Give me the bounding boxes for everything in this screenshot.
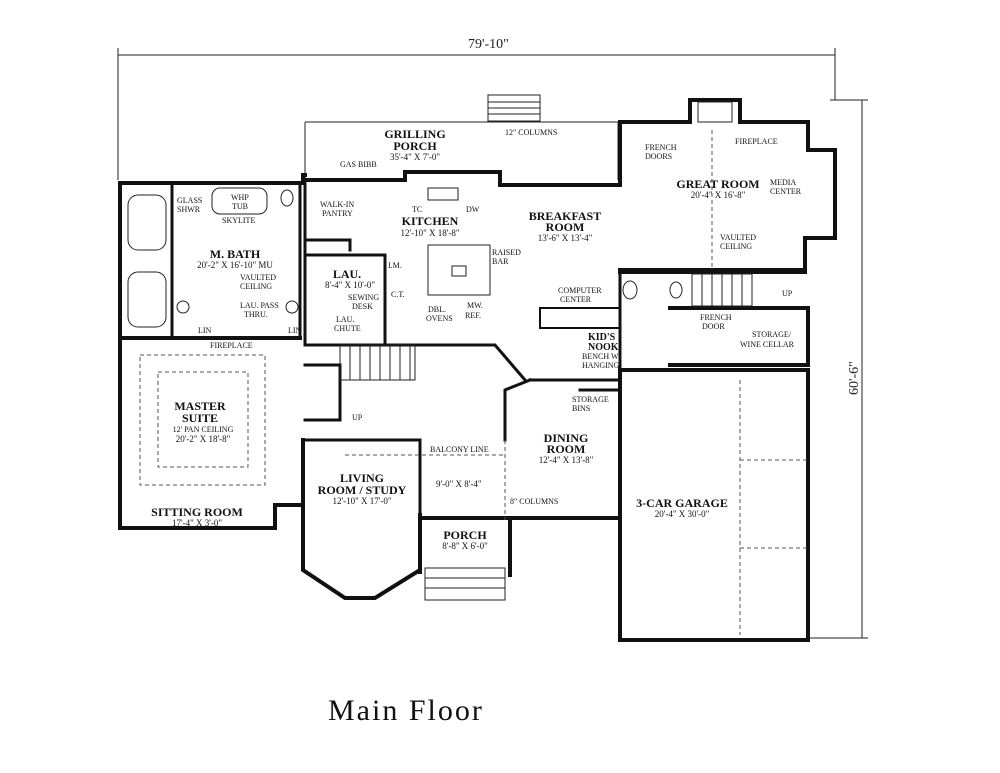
stairs [339,273,753,601]
storage-bins-label-1: STORAGE [572,395,609,404]
porch-size: 8'-8" X 6'-0" [442,541,488,551]
breakfast-name: BREAKFAST [529,209,601,223]
grilling-porch-name: GRILLING [384,127,445,141]
dining-name: DINING [544,431,589,445]
breakfast-name-2: ROOM [546,220,585,234]
garage-name: 3-CAR GARAGE [636,496,728,510]
sewing-desk-label-2: DESK [352,302,373,311]
garage-size: 20'-4" X 30'-0" [655,509,710,519]
ct-label: C.T. [391,290,405,299]
walkin-pantry-label-2: PANTRY [322,209,353,218]
glass-shwr-label-1: GLASS [177,196,202,205]
stair-up-label: UP [782,289,793,298]
dw-label: DW [466,205,480,214]
m-bath-name: M. BATH [210,247,261,261]
kids-nook-label-1: KID'S [588,332,616,343]
kids-nook-label-2: NOOK [588,342,619,353]
grilling-porch-name-2: PORCH [393,139,437,153]
vaulted-great-label-2: CEILING [720,242,752,251]
raised-bar-label-2: BAR [492,257,509,266]
fireplace-master-label: FIREPLACE [210,341,253,350]
overall-dimensions: 79'-10" 60'-6" [117,37,868,639]
overall-width-label: 79'-10" [468,37,509,52]
lau-chute-label-1: LAU. [336,315,354,324]
living-name-2: ROOM / STUDY [318,483,407,497]
lau-pass-label-2: THRU. [244,310,268,319]
kitchen-name: KITCHEN [402,214,459,228]
great-room-size: 20'-4" X 16'-8" [691,190,746,200]
im-label: I.M. [388,261,402,270]
floor-caption: Main Floor [328,694,484,727]
french-doors-label-1: FRENCH [645,143,677,152]
mw-ref-label-1: MW. [467,301,483,310]
skylite-label: SKYLITE [222,216,255,225]
media-center-label-1: MEDIA [770,178,796,187]
dining-size: 12'-4" X 13'-8" [539,455,594,465]
sewing-desk-label-1: SEWING [348,293,379,302]
porch-name: PORCH [443,528,487,542]
mw-ref-label-2: REF. [465,311,481,320]
columns-foyer-label: 8" COLUMNS [510,497,558,506]
lau-size: 8'-4" X 10'-0" [325,280,375,290]
vaulted-great-label-1: VAULTED [720,233,756,242]
sitting-room-size: 17'-4" X 3'-0" [172,518,222,528]
french-doors-label-2: DOORS [645,152,672,161]
master-suite-name: MASTER [174,399,226,413]
master-suite-name-2: SUITE [182,411,218,425]
computer-center-label-1: COMPUTER [558,286,602,295]
fireplace-great-label: FIREPLACE [735,137,778,146]
overall-depth-label: 60'-6" [847,361,862,395]
fixtures [127,94,808,635]
master-suite-note: 12' PAN CEILING [173,425,234,434]
storage-wine-label-1: STORAGE/ [752,330,792,339]
main-up-label: UP [352,413,363,422]
lau-chute-label-2: CHUTE [334,324,361,333]
raised-bar-label-1: RAISED [492,248,521,257]
french-door-garage-label-2: DOOR [702,322,725,331]
media-center-label-2: CENTER [770,187,802,196]
lau-name: LAU. [333,267,361,281]
sitting-room-name: SITTING ROOM [151,505,243,519]
grilling-porch-size: 35'-4" X 7'-0" [390,152,440,162]
foyer-size-label: 9'-0" X 8'-4" [436,479,482,489]
lau-pass-label-1: LAU. PASS [240,301,279,310]
vaulted-bath-label-2: CEILING [240,282,272,291]
living-size: 12'-10" X 17'-0" [332,496,391,506]
computer-center-label-2: CENTER [560,295,592,304]
storage-wine-label-2: WINE CELLAR [740,340,795,349]
tc-label: TC [412,205,422,214]
walkin-pantry-label-1: WALK-IN [320,200,354,209]
balcony-line-label: BALCONY LINE [430,445,489,454]
room-labels: GRILLING PORCH 35'-4" X 7'-0" 12" COLUMN… [151,127,802,551]
columns-top-label: 12" COLUMNS [505,128,557,137]
lin-label-2: LIN [288,326,302,335]
dining-name-2: ROOM [547,442,586,456]
bench-label-1: BENCH W/ [582,352,622,361]
glass-shwr-label-2: SHWR [177,205,201,214]
whp-tub-label-2: TUB [232,202,248,211]
great-room-name: GREAT ROOM [676,177,759,191]
dbl-ovens-label-1: DBL. [428,305,446,314]
kitchen-size: 12'-10" X 18'-8" [400,228,459,238]
gas-bibb-label: GAS BIBB [340,160,377,169]
master-suite-size: 20'-2" X 18'-8" [176,434,231,444]
storage-bins-label-2: BINS [572,404,590,413]
whp-tub-label-1: WHP [231,193,249,202]
bench-label-2: HANGING [582,361,620,370]
breakfast-size: 13'-6" X 13'-4" [538,233,593,243]
living-name: LIVING [340,471,384,485]
m-bath-size: 20'-2" X 16'-10" MU [197,260,273,270]
vaulted-bath-label-1: VAULTED [240,273,276,282]
french-door-garage-label-1: FRENCH [700,313,732,322]
lin-label-1: LIN [198,326,212,335]
dbl-ovens-label-2: OVENS [426,314,453,323]
exterior-walls [118,98,837,642]
